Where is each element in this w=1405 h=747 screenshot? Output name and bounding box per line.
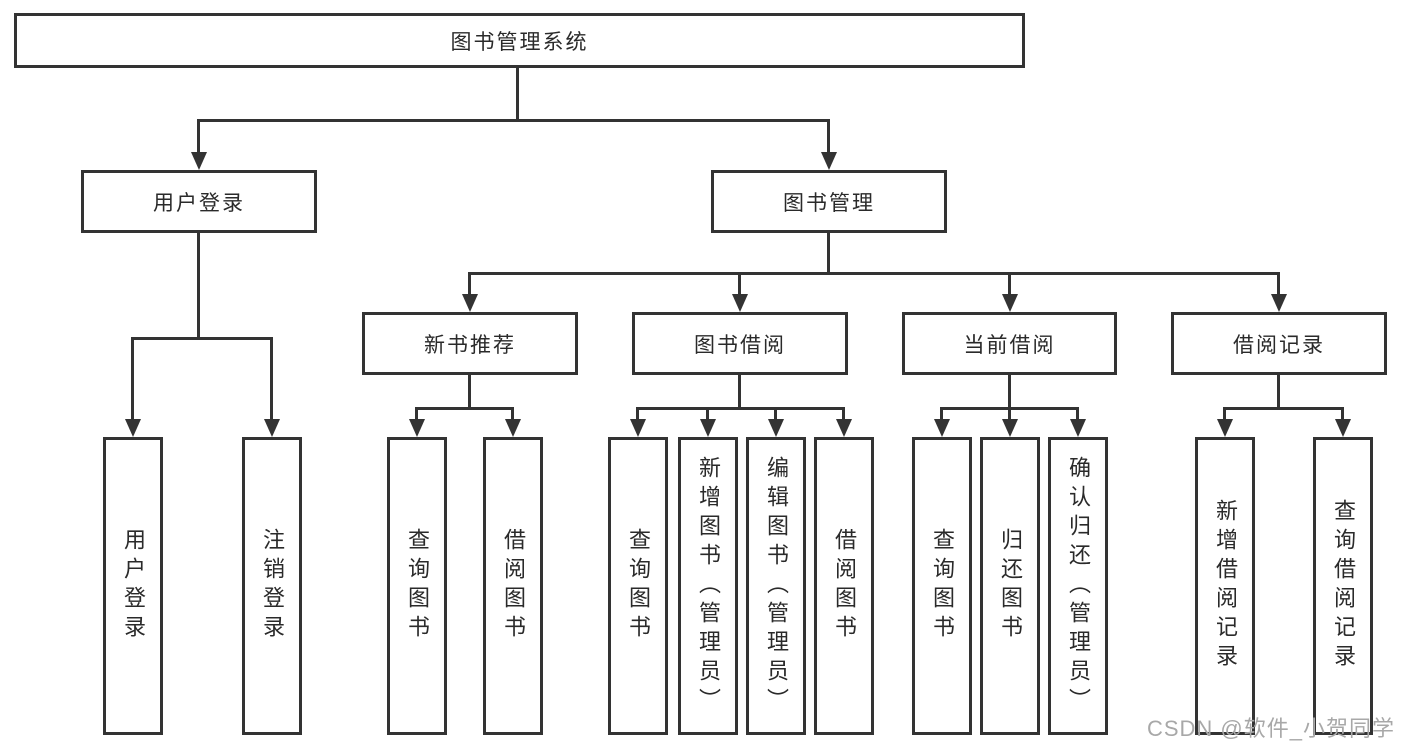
arrowhead-icon xyxy=(1335,419,1351,437)
leaf-add-book-admin: 新增图书（管理员） xyxy=(678,437,738,735)
connector-line xyxy=(197,119,830,122)
node-book-borrowing: 图书借阅 xyxy=(632,312,848,375)
leaf-return-book: 归还图书 xyxy=(980,437,1040,735)
connector-line xyxy=(706,407,709,421)
connector-line xyxy=(827,233,830,275)
node-label: 图书管理 xyxy=(783,191,875,215)
node-borrowing-records: 借阅记录 xyxy=(1171,312,1387,375)
node-current-borrowing: 当前借阅 xyxy=(902,312,1117,375)
arrowhead-icon xyxy=(1271,294,1287,312)
connector-line xyxy=(774,407,777,421)
connector-line xyxy=(197,119,200,154)
arrowhead-icon xyxy=(1002,294,1018,312)
connector-line xyxy=(636,407,639,421)
connector-line xyxy=(842,407,845,421)
connector-line xyxy=(1008,272,1011,296)
connector-line xyxy=(468,375,471,410)
connector-line xyxy=(468,272,471,296)
connector-line xyxy=(827,119,830,154)
connector-line xyxy=(1223,407,1226,421)
connector-line xyxy=(415,407,418,421)
connector-line xyxy=(636,407,845,410)
arrowhead-icon xyxy=(1002,419,1018,437)
arrowhead-icon xyxy=(409,419,425,437)
node-label: 当前借阅 xyxy=(963,333,1056,357)
connector-line xyxy=(1076,407,1079,421)
connector-line xyxy=(1223,407,1344,410)
arrowhead-icon xyxy=(264,419,280,437)
arrowhead-icon xyxy=(191,152,207,170)
leaf-query-books-recommend: 查询图书 xyxy=(387,437,447,735)
connector-line xyxy=(270,337,273,421)
connector-line xyxy=(197,233,200,340)
node-label: 图书借阅 xyxy=(694,333,786,357)
connector-line xyxy=(1008,375,1011,410)
leaf-edit-book-admin: 编辑图书（管理员） xyxy=(746,437,806,735)
leaf-confirm-return-admin: 确认归还（管理员） xyxy=(1048,437,1108,735)
connector-line xyxy=(738,272,741,296)
node-user-login: 用户登录 xyxy=(81,170,317,233)
arrowhead-icon xyxy=(462,294,478,312)
arrowhead-icon xyxy=(125,419,141,437)
connector-line xyxy=(940,407,943,421)
connector-line xyxy=(511,407,514,421)
connector-line xyxy=(415,407,514,410)
leaf-add-borrow-record: 新增借阅记录 xyxy=(1195,437,1255,735)
arrowhead-icon xyxy=(505,419,521,437)
leaf-logout: 注销登录 xyxy=(242,437,302,735)
arrowhead-icon xyxy=(934,419,950,437)
leaf-query-borrow-record: 查询借阅记录 xyxy=(1313,437,1373,735)
arrowhead-icon xyxy=(836,419,852,437)
connector-line xyxy=(131,337,134,421)
arrowhead-icon xyxy=(768,419,784,437)
connector-line xyxy=(1277,375,1280,410)
connector-line xyxy=(1277,272,1280,296)
leaf-borrow-books-recommend: 借阅图书 xyxy=(483,437,543,735)
arrowhead-icon xyxy=(821,152,837,170)
node-label: 借阅记录 xyxy=(1233,333,1325,357)
arrowhead-icon xyxy=(1070,419,1086,437)
leaf-user-login: 用户登录 xyxy=(103,437,163,735)
leaf-borrow-books: 借阅图书 xyxy=(814,437,874,735)
connector-line xyxy=(1341,407,1344,421)
csdn-watermark: CSDN @软件_小贺同学 xyxy=(1146,716,1395,741)
leaf-query-books-current: 查询图书 xyxy=(912,437,972,735)
arrowhead-icon xyxy=(700,419,716,437)
node-library-management-system: 图书管理系统 xyxy=(14,13,1025,68)
arrowhead-icon xyxy=(732,294,748,312)
node-label: 用户登录 xyxy=(153,191,245,215)
node-book-management: 图书管理 xyxy=(711,170,947,233)
connector-line xyxy=(516,66,519,122)
leaf-query-books-borrow: 查询图书 xyxy=(608,437,668,735)
node-label: 图书管理系统 xyxy=(450,30,589,54)
connector-line xyxy=(1008,407,1011,421)
connector-line xyxy=(131,337,273,340)
arrowhead-icon xyxy=(1217,419,1233,437)
arrowhead-icon xyxy=(630,419,646,437)
connector-line xyxy=(738,375,741,410)
node-label: 新书推荐 xyxy=(424,333,516,357)
node-new-book-recommendation: 新书推荐 xyxy=(362,312,578,375)
connector-line xyxy=(468,272,1280,275)
